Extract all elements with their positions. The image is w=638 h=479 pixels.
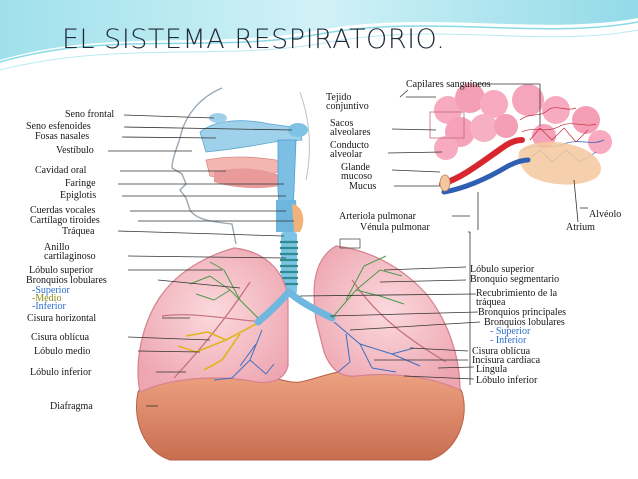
label-alveolo: Alvéolo — [589, 209, 622, 220]
alveoli-section-box — [429, 111, 465, 139]
sphenoid-sinus — [288, 123, 308, 137]
pulmonary-venule — [441, 157, 531, 195]
label-alveolar: alveolar — [330, 149, 363, 160]
label-lobe-inferior-left: -Inferior — [32, 301, 66, 312]
label-incisura-cardiaca: Incisura cardíaca — [472, 355, 541, 366]
alveolar-sac-detail — [518, 141, 601, 185]
bronchial-tree-right-lower — [213, 329, 275, 381]
pulmonary-arteriole — [439, 137, 525, 187]
label-cartilago-tiroides: Cartílago tiroides — [30, 215, 100, 226]
leader-lines-left — [108, 114, 294, 407]
label-bronquio-segmentario: Bronquio segmentario — [470, 274, 560, 285]
label-fosas-nasales: Fosas nasales — [35, 131, 90, 142]
label-mucus: Mucus — [349, 181, 377, 192]
alveolar-duct — [439, 174, 451, 192]
capillary-network — [519, 107, 597, 143]
label-lobe-superior-left: -Superior — [32, 285, 70, 296]
label-capilares: Capilares sanguíneos — [406, 79, 491, 90]
background-wave-shape — [0, 0, 638, 71]
head-outline — [171, 87, 237, 245]
label-lobulo-superior-left: Lóbulo superior — [29, 265, 94, 276]
tongue — [214, 168, 282, 189]
alveoli-cluster — [434, 83, 612, 160]
label-lobulo-superior-right: Lóbulo superior — [470, 264, 535, 275]
bronchial-tree-left-upper — [331, 255, 405, 319]
label-arteriola: Arteriola pulmonar — [339, 211, 416, 222]
label-venula: Vénula pulmonar — [360, 222, 430, 233]
label-diafragma: Diafragma — [50, 401, 93, 412]
label-conjuntivo: conjuntivo — [326, 101, 369, 112]
label-cisura-oblicua-left: Cisura oblícua — [31, 332, 90, 343]
label-lingula: Língula — [476, 364, 508, 375]
label-tejido: Tejido — [326, 92, 352, 103]
label-faringe: Faringe — [65, 178, 96, 189]
head-back-outline — [299, 91, 310, 181]
label-sacos: Sacos — [330, 118, 354, 129]
label-cisura-oblicua-right: Cisura oblícua — [472, 346, 531, 357]
bronchial-tree-right-upper — [189, 261, 259, 319]
bronchial-tree-left-lower — [333, 321, 421, 373]
oblique-fissure-right — [173, 281, 251, 379]
label-epiglotis: Epiglotis — [60, 190, 97, 201]
label-cavidad-oral: Cavidad oral — [35, 165, 87, 176]
label-vestibulo: Vestíbulo — [56, 145, 94, 156]
label-seno-esfenoides: Seno esfenoides — [26, 121, 91, 132]
label-atrium: Atrium — [566, 222, 595, 233]
label-traquea: Tráquea — [62, 226, 95, 237]
label-conducto: Conducto — [330, 140, 369, 151]
label-lobulo-inferior-left: Lóbulo inferior — [30, 367, 92, 378]
horizontal-fissure — [161, 314, 263, 323]
label-recubrimiento: Recubrimiento de la — [476, 288, 558, 299]
label-mucoso: mucoso — [341, 171, 373, 182]
label-anillo: Anillo — [44, 242, 70, 253]
frontal-sinus — [209, 113, 227, 123]
thyroid-cartilage — [292, 204, 304, 232]
label-lobe-superior-right: - Superior — [490, 326, 531, 337]
label-lobe-inferior-right: - Inferior — [490, 335, 527, 346]
left-lung — [313, 245, 461, 391]
main-bronchi — [254, 288, 336, 326]
label-bronquios-principales: Bronquios principales — [478, 307, 567, 318]
label-glande: Glande — [341, 162, 370, 173]
leader-lines-right — [299, 83, 588, 385]
label-lobulo-inferior-right: Lóbulo inferior — [476, 375, 538, 386]
label-bronquios-lobulares-right: Bronquios lobulares — [484, 317, 565, 328]
bronchial-tree-right-middle — [177, 323, 257, 371]
label-bronquios-lobulares-left: Bronquios lobulares — [26, 275, 107, 286]
label-traquea-right: tráquea — [476, 297, 506, 308]
label-lobulo-medio: Lóbulo medio — [34, 346, 91, 357]
label-cartilaginoso: cartilaginoso — [44, 251, 96, 262]
detail-callout-box — [339, 238, 361, 249]
cartilage-rings — [280, 240, 298, 286]
label-lobe-medio-left: -Medio — [32, 293, 62, 304]
page-title: EL SISTEMA RESPIRATORIO. — [62, 24, 446, 55]
label-cuerdas-vocales: Cuerdas vocales — [30, 205, 96, 216]
label-alveolares: alveolares — [330, 127, 371, 138]
label-cisura-horizontal: Cisura horizontal — [27, 313, 97, 324]
label-seno-frontal: Seno frontal — [65, 109, 115, 120]
